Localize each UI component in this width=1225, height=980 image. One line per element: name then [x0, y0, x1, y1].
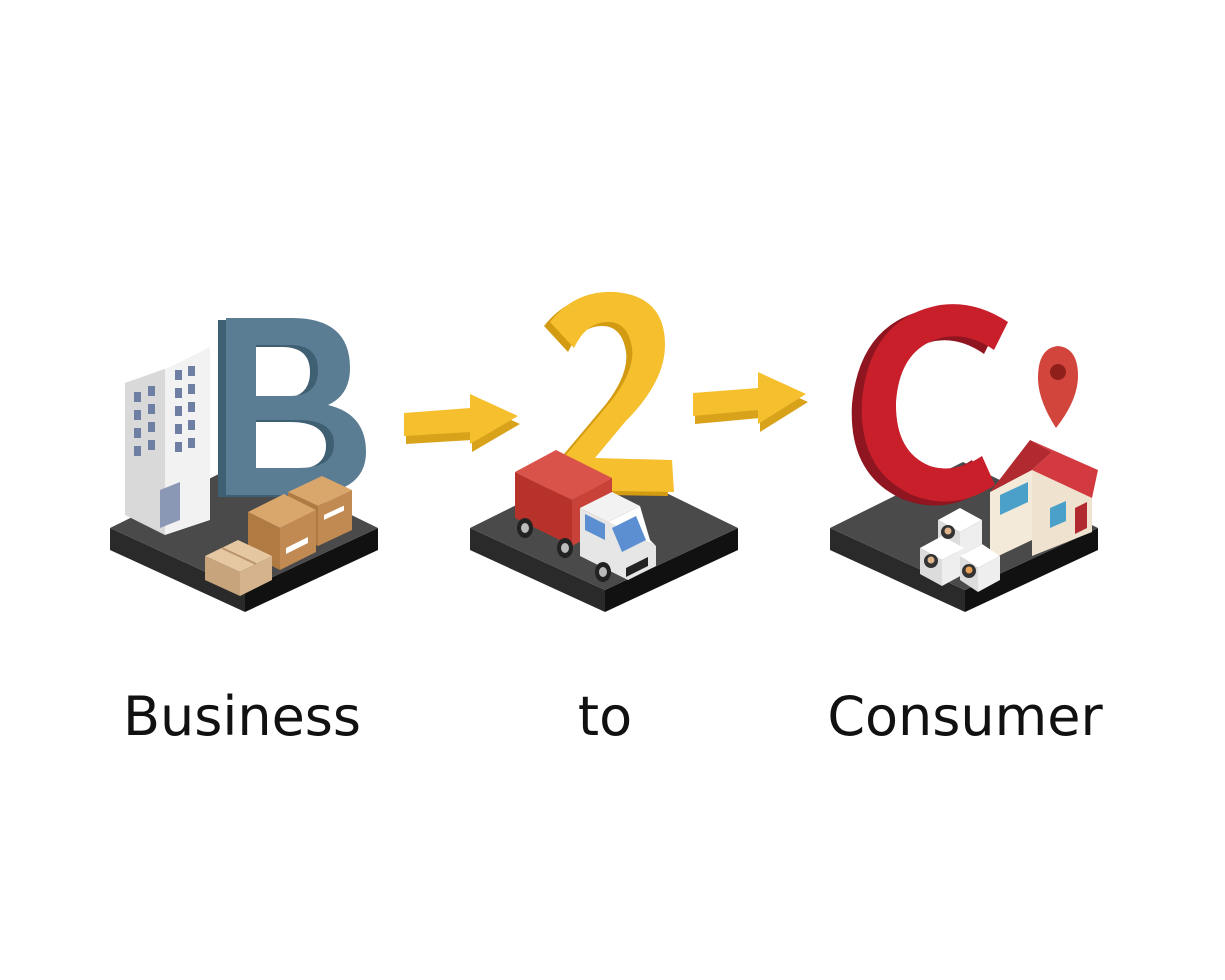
business-platform: [110, 462, 378, 612]
delivery-truck-icon: [515, 450, 656, 582]
letter-b-icon: [218, 318, 366, 497]
to-label: to: [577, 685, 633, 748]
office-building-icon: [125, 347, 210, 535]
number-two-icon: [544, 291, 674, 496]
letter-c-icon: [851, 304, 1008, 506]
consumer-label: Consumer: [827, 685, 1103, 748]
location-pin-icon: [1038, 346, 1078, 428]
yellow-right-arrow-icon: [404, 394, 520, 452]
consumer-stage: [830, 304, 1098, 612]
people-cubes-icon: [920, 508, 1000, 592]
house-icon: [990, 440, 1098, 560]
business-stage: [110, 318, 378, 612]
to-stage: [470, 291, 738, 612]
business-label: Business: [122, 685, 362, 748]
cardboard-boxes-icon: [205, 476, 352, 596]
yellow-right-arrow-icon: [693, 372, 808, 432]
